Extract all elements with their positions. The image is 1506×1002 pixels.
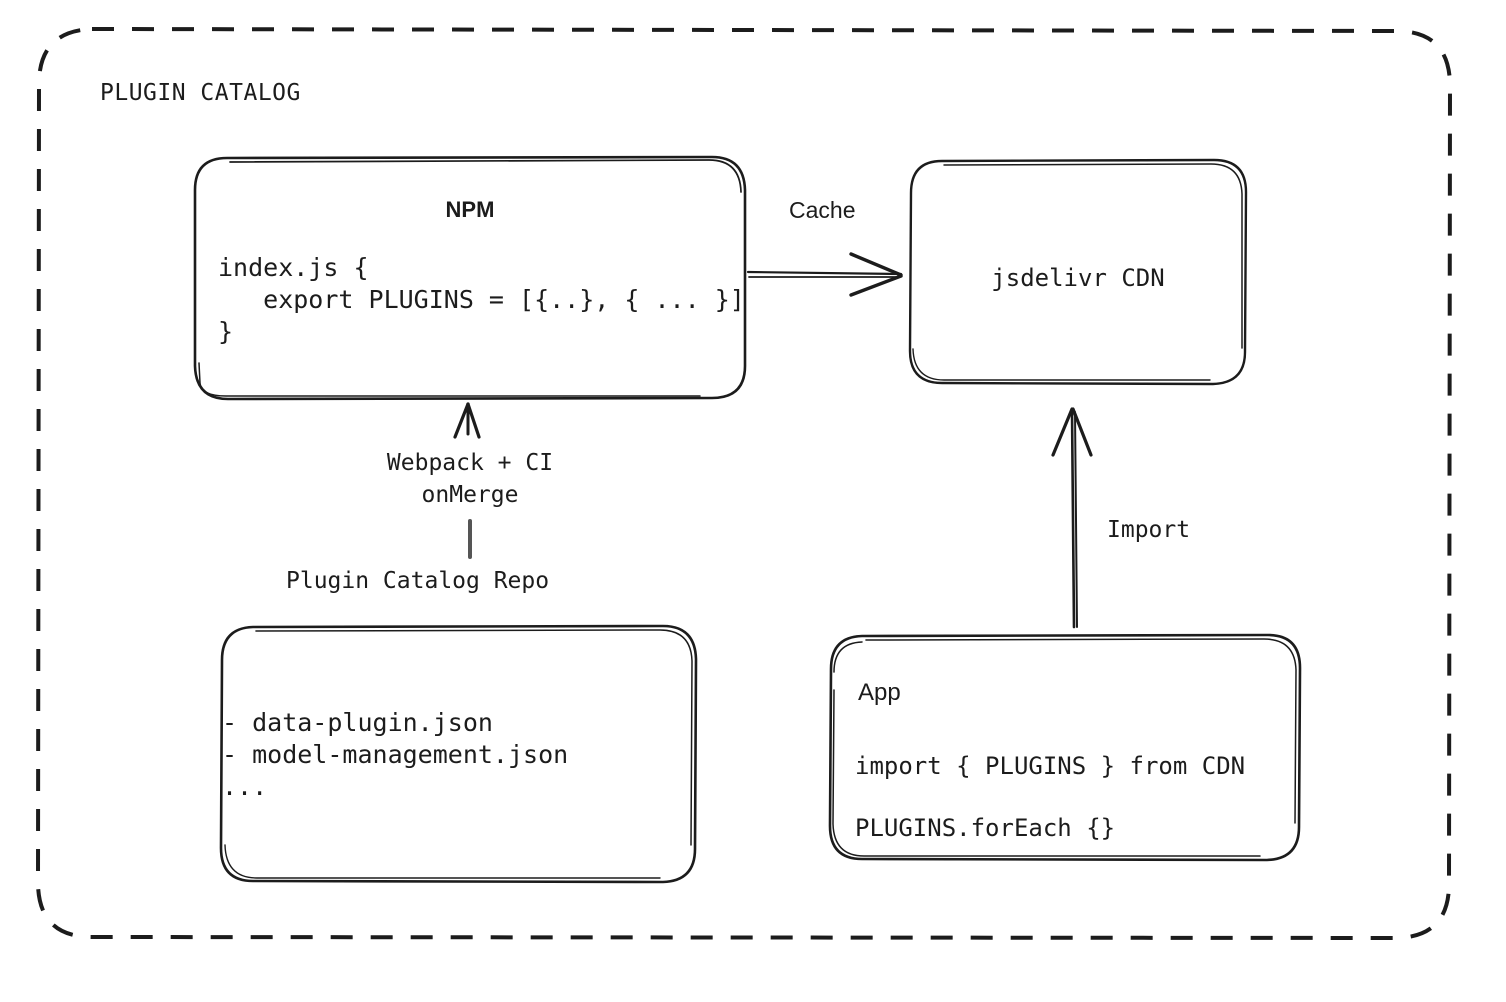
node-repo-label: Plugin Catalog Repo <box>286 568 550 594</box>
node-app-title: App <box>858 679 901 706</box>
arrow-import <box>1051 407 1093 629</box>
node-repo-items: - data-plugin.json - model-management.js… <box>222 708 569 801</box>
node-npm-code: index.js { export PLUGINS = [{..}, { ...… <box>218 253 745 346</box>
edge-label-build: Webpack + CI onMerge <box>386 450 554 508</box>
edge-label-import: Import <box>1107 517 1191 543</box>
node-npm-title: NPM <box>445 197 495 222</box>
arrow-cache <box>746 252 903 297</box>
group-title: PLUGIN CATALOG <box>100 80 301 106</box>
node-cdn-title: jsdelivr CDN <box>991 264 1165 292</box>
node-app-code: import { PLUGINS } from CDN PLUGINS.forE… <box>855 752 1246 842</box>
edge-label-cache: Cache <box>789 197 856 223</box>
